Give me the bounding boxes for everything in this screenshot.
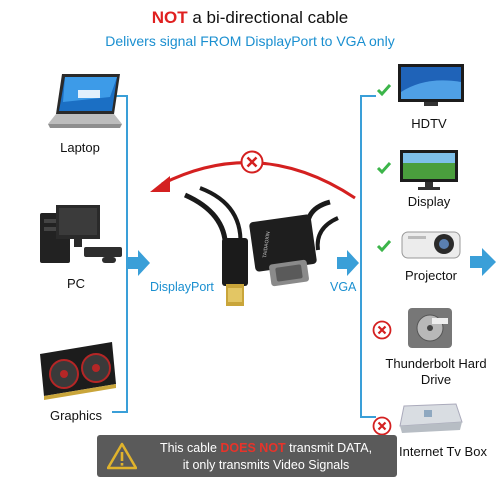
projector-icon <box>401 231 461 259</box>
source-label-laptop: Laptop <box>60 140 100 155</box>
source-label-graphics: Graphics <box>49 408 103 423</box>
cable-brand-text: TAIDAOXIN <box>262 231 272 259</box>
hard-drive-icon <box>408 308 452 348</box>
right-bracket-line <box>360 95 362 418</box>
arrow-into-vga-icon <box>337 250 359 276</box>
output-label-tv-box: Internet Tv Box <box>399 444 487 459</box>
vga-label: VGA <box>330 280 357 294</box>
cable-image: TAIDAOXIN <box>183 186 339 306</box>
tv-box-unsupported-x-icon <box>372 416 392 436</box>
left-bracket-line <box>126 95 128 413</box>
note-prefix: This cable <box>159 441 221 455</box>
page-subtitle: Delivers signal FROM DisplayPort to VGA … <box>105 33 395 49</box>
output-label-thunderbolt-line2: Drive <box>420 372 452 387</box>
note-line2: it only transmits Video Signals <box>182 458 350 472</box>
projector-supported-check-icon <box>376 240 392 253</box>
note-emphasis: DOES NOT <box>220 441 286 455</box>
displayport-label: DisplayPort <box>150 280 214 294</box>
note-suffix: transmit DATA, <box>285 441 373 455</box>
pc-icon <box>40 205 122 263</box>
output-label-display: Display <box>407 194 451 209</box>
laptop-icon <box>48 74 122 128</box>
hard-drive-unsupported-x-icon <box>372 320 392 340</box>
title-emphasis: NOT <box>151 8 188 27</box>
tv-box-icon <box>399 403 463 433</box>
output-label-projector: Projector <box>404 268 458 283</box>
output-label-thunderbolt-hard-drive: Thunderbolt Hard Drive <box>376 356 496 388</box>
reverse-blocked-icon <box>240 150 264 174</box>
graphics-card-icon <box>40 342 116 400</box>
source-label-pc: PC <box>66 276 86 291</box>
title-rest: a bi-directional cable <box>187 8 349 27</box>
warning-icon <box>107 442 137 470</box>
hdtv-supported-check-icon <box>376 84 392 97</box>
info-note-box: This cable DOES NOT transmit DATA, it on… <box>97 435 397 477</box>
page-title: NOT a bi-directional cable <box>0 8 500 28</box>
note-line1: This cable DOES NOT transmit DATA, <box>141 440 391 457</box>
display-supported-check-icon <box>376 162 392 175</box>
output-label-thunderbolt-line1: Thunderbolt Hard <box>385 356 487 371</box>
output-label-hdtv: HDTV <box>411 116 447 131</box>
arrow-output-icon <box>470 248 496 276</box>
hdtv-icon <box>398 64 464 106</box>
monitor-icon <box>400 150 458 190</box>
arrow-into-displayport-icon <box>128 250 150 276</box>
